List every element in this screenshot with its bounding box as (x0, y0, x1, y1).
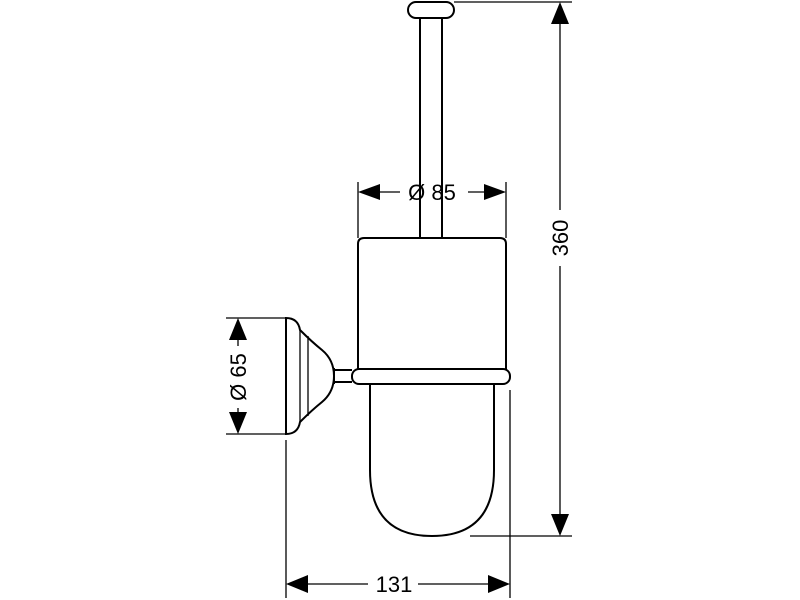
holder-arm (333, 368, 352, 384)
overall-height-label: 360 (548, 220, 573, 257)
projection-label: 131 (376, 572, 413, 597)
top-diameter-label: Ø 85 (408, 180, 456, 205)
brush-handle (407, 1, 455, 240)
dimension-base-diameter: Ø 65 (226, 317, 286, 435)
dimension-projection: 131 (285, 390, 511, 598)
dimension-top-diameter: Ø 85 (357, 180, 507, 238)
brush-cup (357, 237, 507, 538)
holder-ring (351, 368, 511, 385)
wall-rosette (285, 316, 336, 436)
base-diameter-label: Ø 65 (226, 353, 251, 401)
dimension-overall-height: 360 (454, 1, 573, 537)
